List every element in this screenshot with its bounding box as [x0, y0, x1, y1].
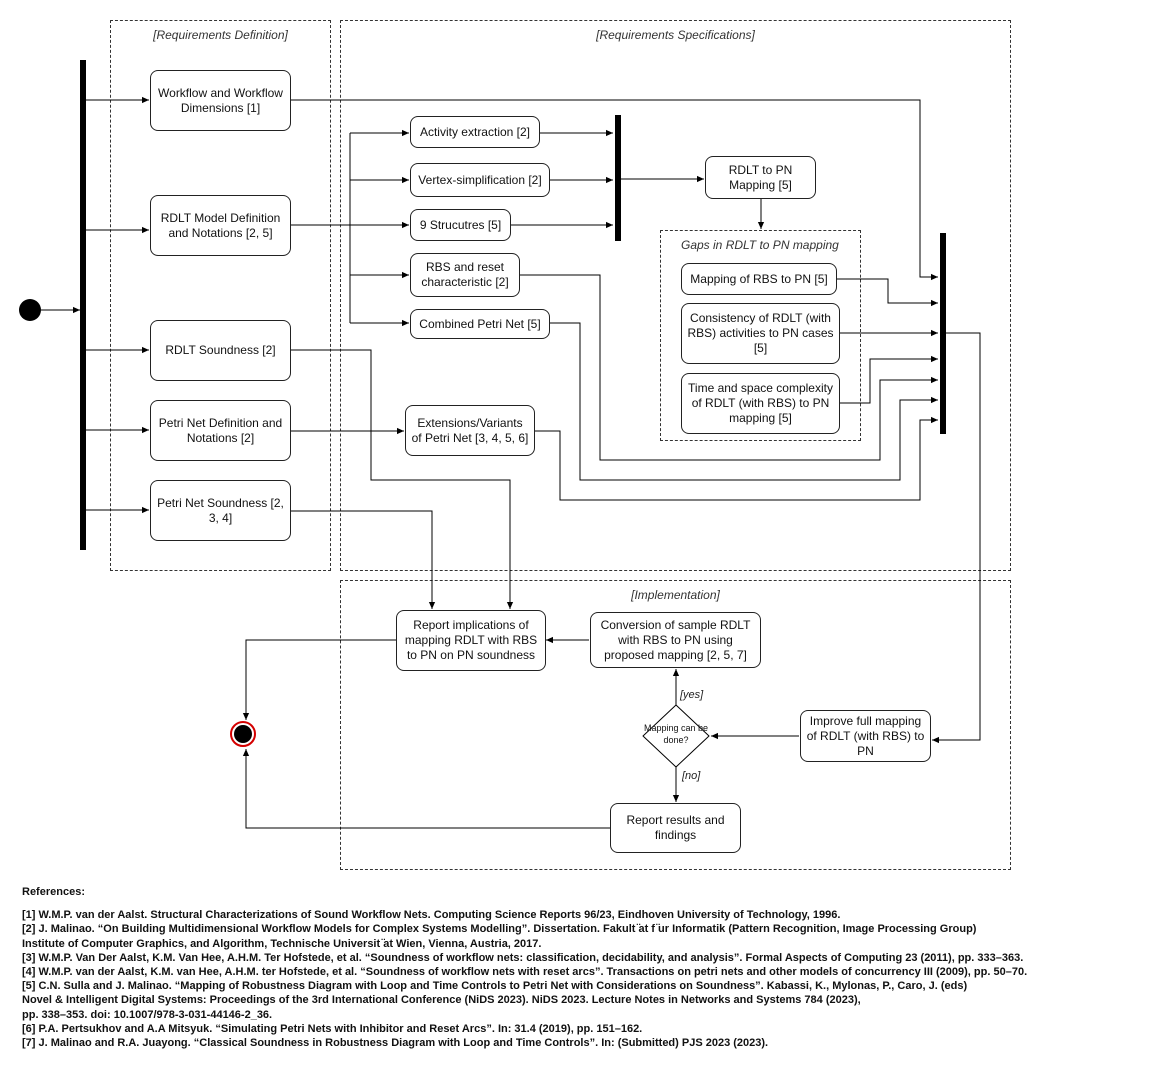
- report-results-node: Report results and findings: [610, 803, 741, 853]
- pn-soundness-node: Petri Net Soundness [2, 3, 4]: [150, 480, 291, 541]
- yes-guard: [yes]: [680, 689, 704, 701]
- initial-node: [19, 299, 41, 321]
- fork-bar-left: [80, 60, 86, 550]
- requirements-specifications-region: [Requirements Specifications]: [340, 20, 1011, 571]
- reference-line: [7] J. Malinao and R.A. Juayong. “Classi…: [22, 1037, 769, 1050]
- rdlt-to-pn-node: RDLT to PN Mapping [5]: [705, 156, 816, 199]
- join-bar-right: [940, 233, 946, 434]
- reference-line: Institute of Computer Graphics, and Algo…: [22, 937, 542, 950]
- rbs-reset-node: RBS and reset characteristic [2]: [410, 253, 520, 297]
- gaps-label: Gaps in RDLT to PN mapping: [681, 238, 839, 252]
- join-bar-mid: [615, 115, 621, 241]
- final-node-dot: [234, 725, 252, 743]
- reference-line: Novel & Intelligent Digital Systems: Pro…: [22, 994, 861, 1007]
- workflow-node: Workflow and Workflow Dimensions [1]: [150, 70, 291, 131]
- vertex-simplification-node: Vertex-simplification [2]: [410, 163, 550, 197]
- combined-pn-node: Combined Petri Net [5]: [410, 309, 550, 339]
- reference-line: [5] C.N. Sulla and J. Malinao. “Mapping …: [22, 980, 968, 993]
- implementation-region: [Implementation]: [340, 580, 1011, 870]
- report-implications-node: Report implications of mapping RDLT with…: [396, 610, 546, 671]
- reference-line: [3] W.M.P. Van Der Aalst, K.M. Van Hee, …: [22, 951, 1024, 964]
- requirements-specifications-label: [Requirements Specifications]: [596, 28, 755, 42]
- decision-node: Mapping can be done?: [643, 705, 709, 767]
- final-node: [230, 721, 256, 747]
- conversion-node: Conversion of sample RDLT with RBS to PN…: [590, 612, 761, 668]
- rdlt-soundness-node: RDLT Soundness [2]: [150, 320, 291, 381]
- consistency-node: Consistency of RDLT (with RBS) activitie…: [681, 303, 840, 364]
- activity-extraction-node: Activity extraction [2]: [410, 116, 540, 148]
- reference-line: [1] W.M.P. van der Aalst. Structural Cha…: [22, 909, 841, 922]
- mapping-rbs-node: Mapping of RBS to PN [5]: [681, 263, 837, 295]
- reference-line: pp. 338–353. doi: 10.1007/978-3-031-4414…: [22, 1008, 273, 1021]
- pn-definition-node: Petri Net Definition and Notations [2]: [150, 400, 291, 461]
- reference-line: [4] W.M.P. van der Aalst, K.M. van Hee, …: [22, 966, 1028, 979]
- structures-node: 9 Strucutres [5]: [410, 209, 511, 241]
- requirements-definition-region: [Requirements Definition]: [110, 20, 331, 571]
- no-guard: [no]: [682, 770, 701, 782]
- requirements-definition-label: [Requirements Definition]: [153, 28, 288, 42]
- improve-node: Improve full mapping of RDLT (with RBS) …: [800, 710, 931, 762]
- rdlt-model-node: RDLT Model Definition and Notations [2, …: [150, 195, 291, 256]
- decision-label: Mapping can be done?: [643, 723, 709, 745]
- references-block: References: [1] W.M.P. van der Aalst. St…: [22, 885, 1152, 1050]
- complexity-node: Time and space complexity of RDLT (with …: [681, 373, 840, 434]
- references-title: References:: [22, 886, 85, 898]
- implementation-label: [Implementation]: [631, 588, 720, 602]
- extensions-node: Extensions/Variants of Petri Net [3, 4, …: [405, 405, 535, 456]
- reference-line: [6] P.A. Pertsukhov and A.A Mitsyuk. “Si…: [22, 1022, 643, 1035]
- reference-line: [2] J. Malinao. “On Building Multidimens…: [22, 923, 977, 936]
